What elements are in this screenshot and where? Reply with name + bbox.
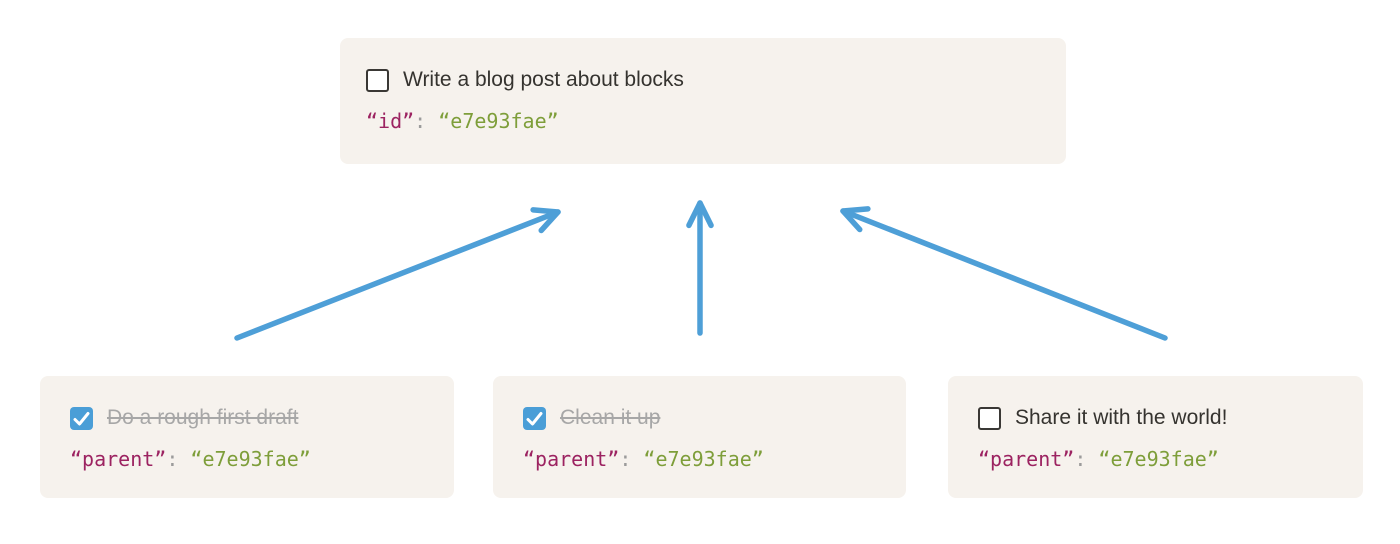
task-row: Clean it up: [523, 406, 880, 430]
parent-task-block: Write a blog post about blocks “id”: “e7…: [340, 38, 1066, 164]
task-row: Share it with the world!: [978, 406, 1337, 430]
checkmark-icon: [73, 411, 90, 425]
task-label: Do a rough first draft: [107, 406, 299, 429]
task-row: Do a rough first draft: [70, 406, 428, 430]
arrow-child-3-to-parent: [840, 206, 1168, 341]
json-colon: :: [619, 447, 644, 471]
json-colon: :: [166, 447, 191, 471]
block-json-snippet: “parent”: “e7e93fae”: [978, 446, 1337, 472]
task-label: Clean it up: [560, 406, 661, 429]
child-task-block-1: Do a rough first draft “parent”: “e7e93f…: [40, 376, 454, 498]
arrow-child-2-to-parent: [686, 200, 714, 336]
block-json-snippet: “id”: “e7e93fae”: [366, 108, 1040, 134]
block-json-snippet: “parent”: “e7e93fae”: [523, 446, 880, 472]
task-label: Share it with the world!: [1015, 406, 1228, 429]
json-value: “e7e93fae”: [1098, 447, 1219, 471]
task-checkbox[interactable]: [523, 406, 546, 430]
json-key: “parent”: [978, 447, 1075, 471]
arrow-child-1-to-parent: [234, 207, 561, 341]
task-checkbox[interactable]: [366, 68, 389, 92]
block-json-snippet: “parent”: “e7e93fae”: [70, 446, 428, 472]
child-task-block-3: Share it with the world! “parent”: “e7e9…: [948, 376, 1363, 498]
child-task-block-2: Clean it up “parent”: “e7e93fae”: [493, 376, 906, 498]
json-colon: :: [414, 109, 439, 133]
json-value: “e7e93fae”: [190, 447, 311, 471]
json-key: “parent”: [523, 447, 620, 471]
task-row: Write a blog post about blocks: [366, 68, 1040, 92]
json-value: “e7e93fae”: [643, 447, 764, 471]
json-key: “id”: [366, 109, 415, 133]
task-checkbox[interactable]: [70, 406, 93, 430]
json-value: “e7e93fae”: [438, 109, 559, 133]
json-colon: :: [1074, 447, 1099, 471]
json-key: “parent”: [70, 447, 167, 471]
task-label: Write a blog post about blocks: [403, 68, 684, 91]
task-checkbox[interactable]: [978, 406, 1001, 430]
checkmark-icon: [526, 411, 543, 425]
